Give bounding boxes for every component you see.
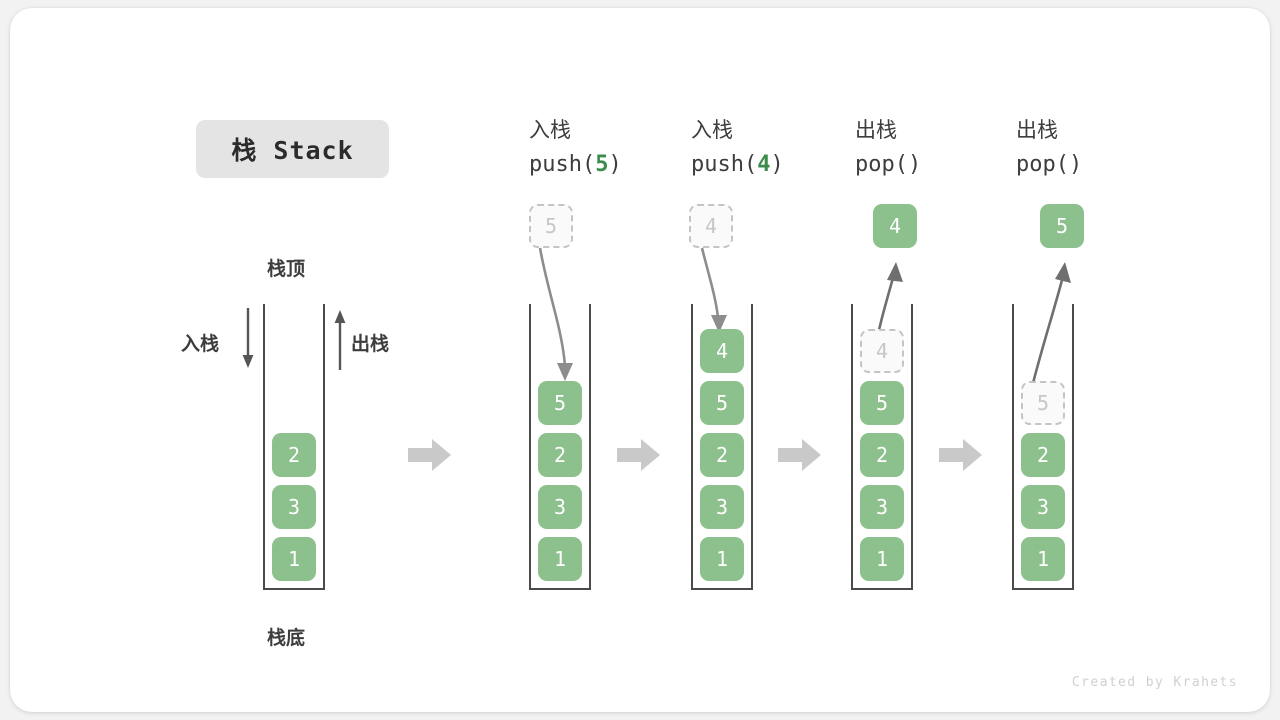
- stack-cell: 1: [860, 537, 904, 581]
- heading-push-4: 入栈 push(4): [691, 114, 784, 182]
- floating-ghost-cell: 5: [529, 204, 573, 248]
- stack-floor: [691, 588, 753, 590]
- label-stack-top: 栈顶: [267, 258, 306, 280]
- floating-ghost-cell: 4: [689, 204, 733, 248]
- credit-text: Created by Krahets: [1071, 675, 1238, 690]
- heading-code-arg: 4: [757, 152, 771, 178]
- flow-arrow-4: [939, 439, 982, 471]
- stack-ghost-cell: 4: [860, 329, 904, 373]
- stack-wall-right: [911, 304, 913, 590]
- stack-wall-left: [1012, 304, 1014, 590]
- push-direction-arrow: [242, 308, 254, 368]
- stack-container-pop-1: [851, 304, 913, 590]
- stack-container-initial: [263, 304, 325, 590]
- flow-arrow-2: [617, 439, 660, 471]
- stack-wall-left: [529, 304, 531, 590]
- push-motion-arrow-4: [700, 247, 727, 333]
- heading-cn-text: 入栈: [529, 118, 571, 142]
- floating-popped-cell: 4: [873, 204, 917, 248]
- column-pop-2: 5 2 3 1: [1012, 304, 1074, 590]
- column-initial: 2 3 1: [263, 304, 325, 590]
- stack-wall-left: [851, 304, 853, 590]
- column-push-5: 5 2 3 1: [529, 304, 591, 590]
- heading-code-prefix: push(: [691, 152, 758, 178]
- heading-pop-1: 出栈 pop(): [855, 114, 921, 182]
- heading-code-suffix: ): [608, 152, 622, 178]
- stack-cell: 2: [272, 433, 316, 477]
- floating-popped-cell: 5: [1040, 204, 1084, 248]
- stack-cell: 5: [860, 381, 904, 425]
- flow-arrow-3: [778, 439, 821, 471]
- stack-wall-right: [323, 304, 325, 590]
- heading-code-prefix: pop(: [855, 152, 908, 178]
- stack-container-pop-2: [1012, 304, 1074, 590]
- stack-cell: 3: [538, 485, 582, 529]
- stack-cell: 2: [538, 433, 582, 477]
- stack-cell: 1: [1021, 537, 1065, 581]
- stack-cell: 2: [1021, 433, 1065, 477]
- stack-ghost-cell: 5: [1021, 381, 1065, 425]
- heading-code-prefix: push(: [529, 152, 596, 178]
- stack-cell: 4: [700, 329, 744, 373]
- push-motion-arrow-5: [538, 247, 573, 381]
- stack-wall-right: [589, 304, 591, 590]
- page-title: 栈 Stack: [196, 120, 389, 178]
- stack-cell: 1: [700, 537, 744, 581]
- flow-arrow-1: [408, 439, 451, 471]
- heading-code-suffix: ): [1068, 152, 1083, 178]
- stack-wall-left: [263, 304, 265, 590]
- pop-direction-arrow: [334, 310, 346, 370]
- stack-cell: 2: [700, 433, 744, 477]
- column-push-4: 4 5 2 3 1: [691, 304, 753, 590]
- stack-floor: [263, 588, 325, 590]
- stack-wall-right: [751, 304, 753, 590]
- stack-floor: [1012, 588, 1074, 590]
- label-stack-bottom: 栈底: [267, 627, 306, 649]
- heading-push-5: 入栈 push(5): [529, 114, 622, 182]
- stack-cell: 3: [272, 485, 316, 529]
- stack-cell: 3: [700, 485, 744, 529]
- heading-code-arg: 5: [595, 152, 609, 178]
- heading-cn-text: 出栈: [855, 118, 897, 142]
- heading-pop-2: 出栈 pop(): [1016, 114, 1082, 182]
- stack-cell: 3: [860, 485, 904, 529]
- stack-cell: 1: [538, 537, 582, 581]
- heading-cn-text: 出栈: [1016, 118, 1058, 142]
- diagram-card: 栈 Stack 2 3 1 栈顶 栈底 入栈 出栈 入栈 push(5) 5: [10, 8, 1270, 712]
- stack-container-push-4: [691, 304, 753, 590]
- stack-cell: 5: [700, 381, 744, 425]
- stack-cell: 2: [860, 433, 904, 477]
- stack-cell: 1: [272, 537, 316, 581]
- label-pop: 出栈: [351, 333, 390, 355]
- stack-floor: [851, 588, 913, 590]
- stack-cell: 5: [538, 381, 582, 425]
- stack-container-push-5: [529, 304, 591, 590]
- stack-cell: 3: [1021, 485, 1065, 529]
- heading-cn-text: 入栈: [691, 118, 733, 142]
- heading-code-suffix: ): [907, 152, 922, 178]
- stack-wall-left: [691, 304, 693, 590]
- heading-code-suffix: ): [770, 152, 784, 178]
- stack-floor: [529, 588, 591, 590]
- column-pop-1: 4 5 2 3 1: [851, 304, 913, 590]
- heading-code-prefix: pop(: [1016, 152, 1069, 178]
- label-push: 入栈: [181, 333, 220, 355]
- stack-wall-right: [1072, 304, 1074, 590]
